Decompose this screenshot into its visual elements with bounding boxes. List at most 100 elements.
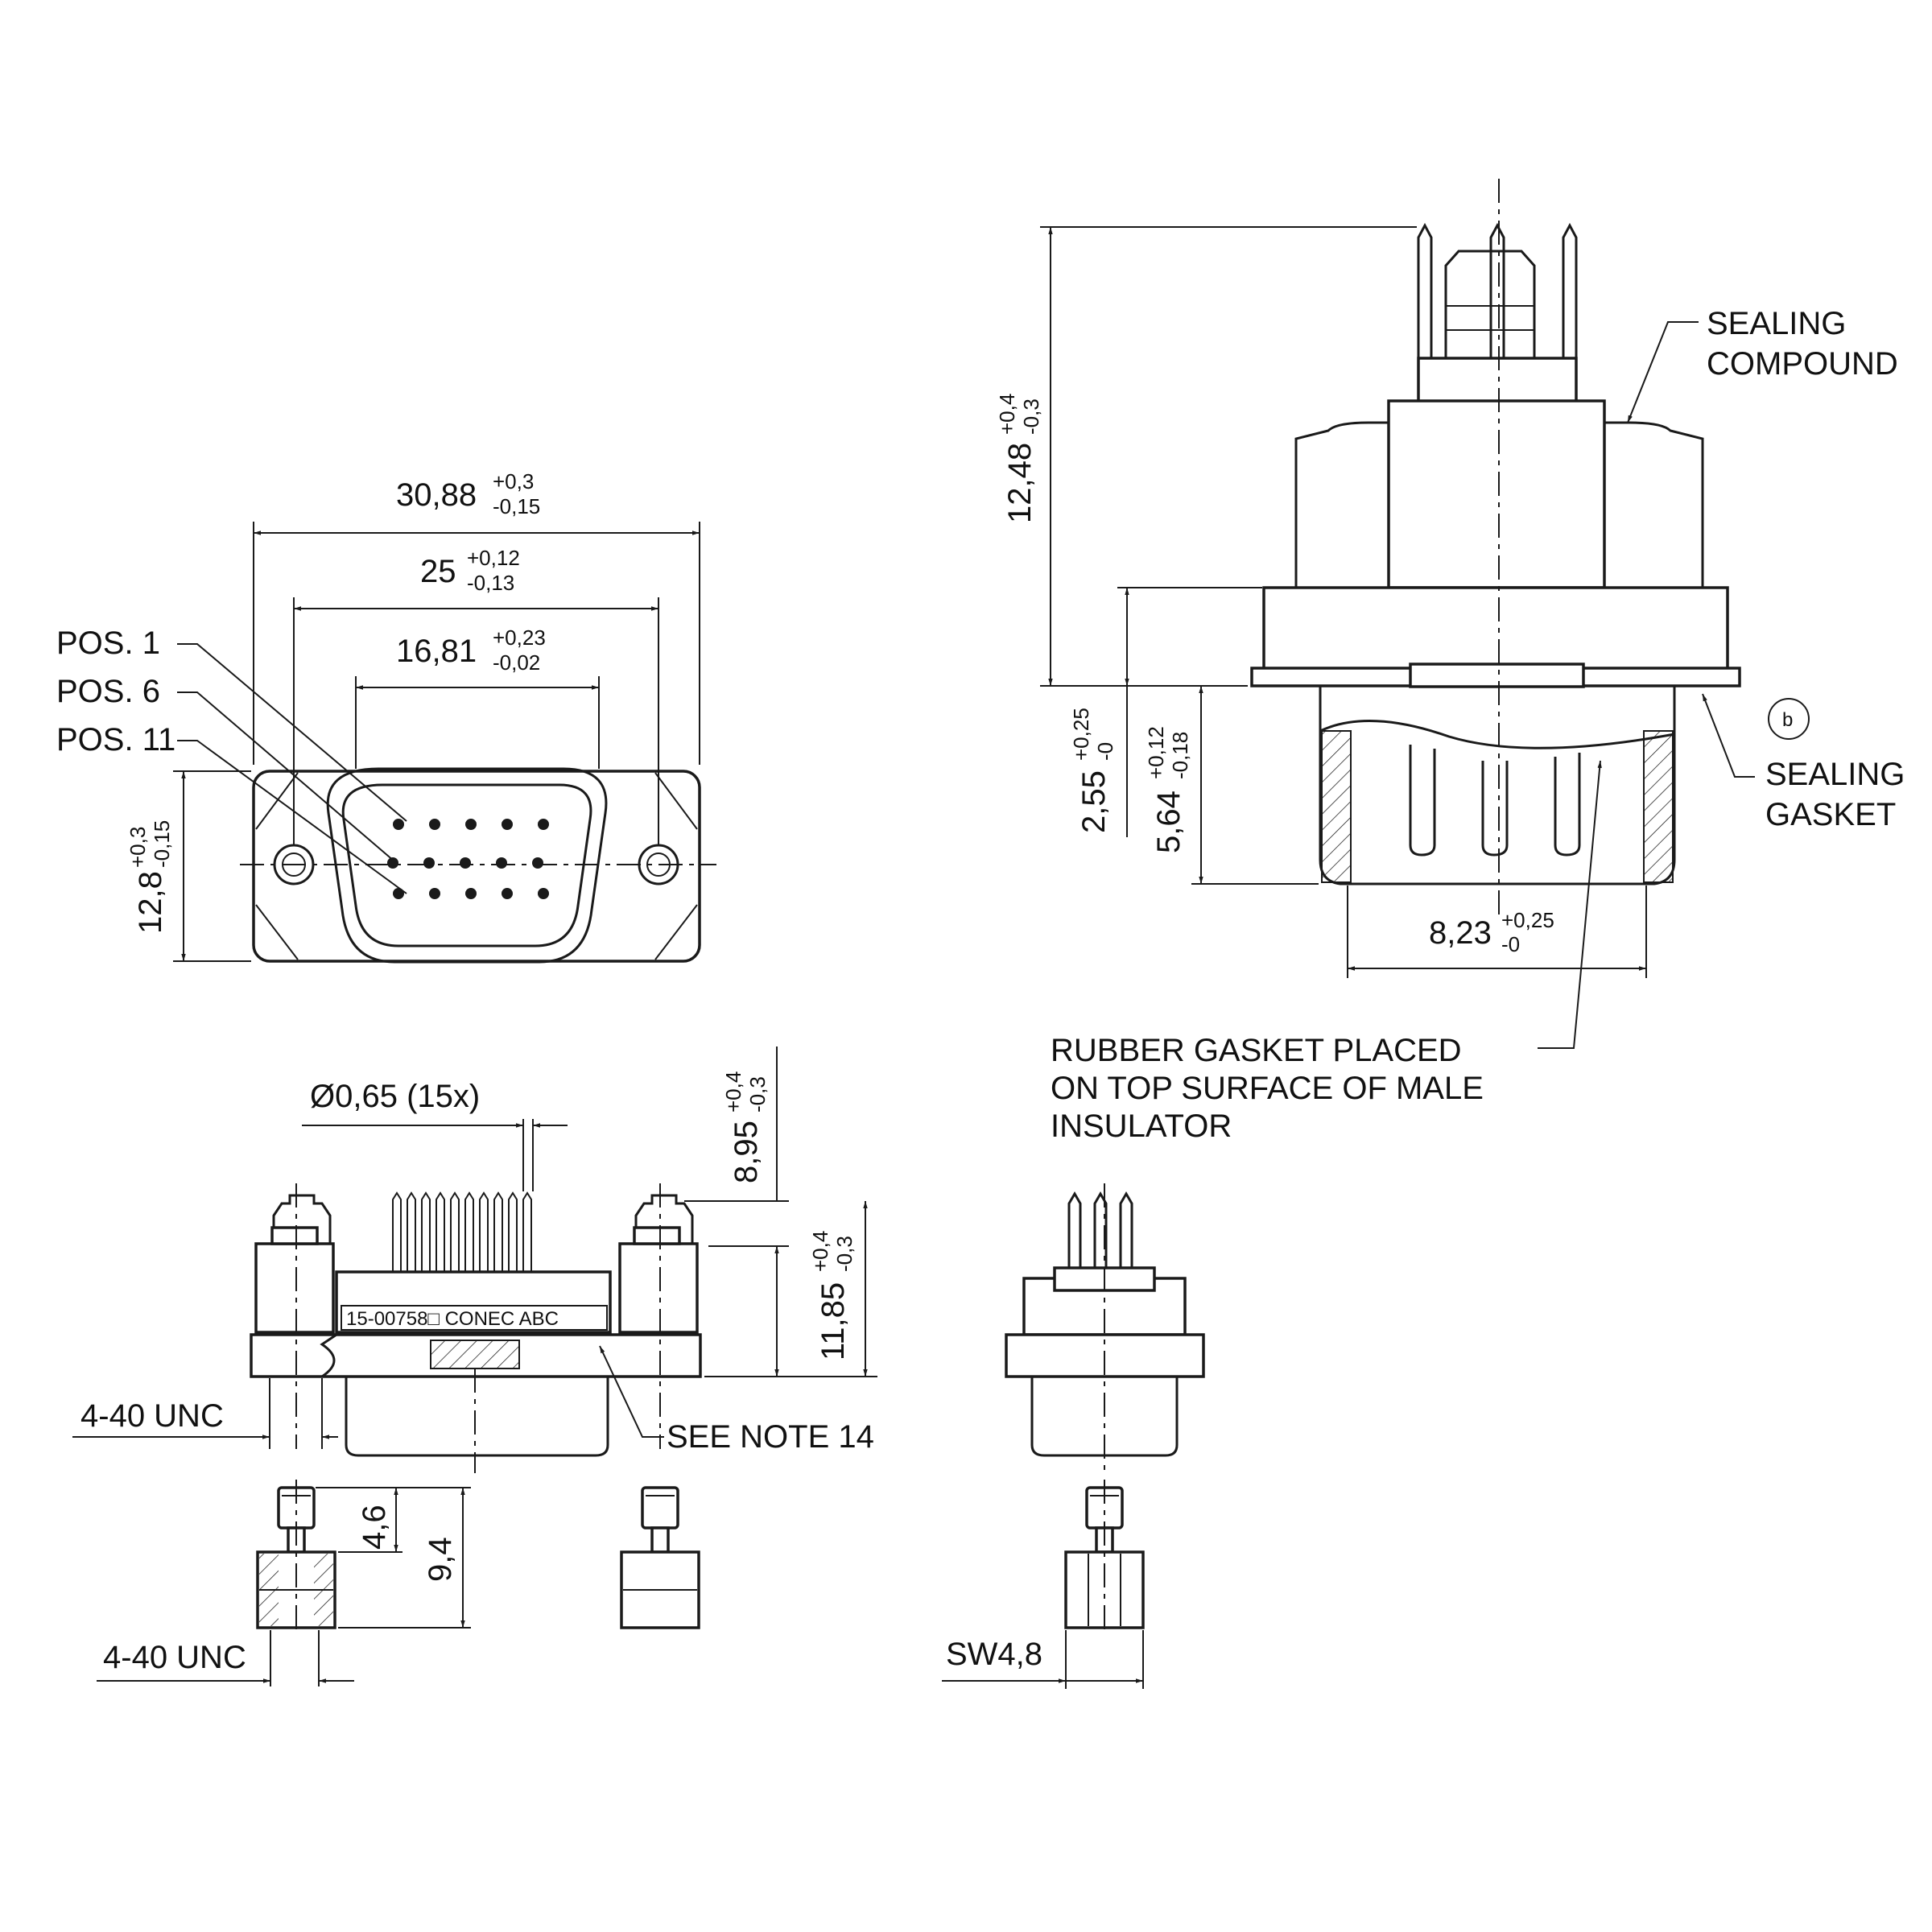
rubber-gasket-note-3: INSULATOR — [1051, 1108, 1232, 1144]
svg-text:+0,12: +0,12 — [467, 546, 520, 570]
dim-overall-height: 11,85 +0,4 -0,3 — [808, 1231, 857, 1360]
svg-text:2,55: 2,55 — [1076, 770, 1112, 833]
svg-text:-0,18: -0,18 — [1168, 732, 1192, 779]
pos-11-label: POS. 11 — [56, 722, 175, 758]
contact-pin — [465, 819, 477, 830]
svg-text:+0,4: +0,4 — [721, 1071, 745, 1113]
side-pin — [450, 1191, 460, 1272]
top-pins — [1417, 222, 1578, 378]
contact-pins — [387, 819, 549, 899]
svg-text:+0,4: +0,4 — [995, 394, 1019, 435]
contact-pin — [429, 819, 440, 830]
standoff-end — [1064, 1480, 1145, 1634]
see-note-label: SEE NOTE 14 — [667, 1419, 874, 1455]
svg-text:11,85: 11,85 — [815, 1282, 851, 1360]
svg-text:-0,3: -0,3 — [832, 1236, 857, 1272]
dim-shell-width: 16,81 +0,23 -0,02 — [396, 625, 546, 675]
sealing-gasket-label-2: GASKET — [1765, 797, 1896, 832]
svg-text:-0,13: -0,13 — [467, 571, 514, 595]
standoff-left — [256, 1480, 336, 1634]
svg-text:-0,3: -0,3 — [1019, 398, 1043, 435]
marking-text: 15-00758□ CONEC ABC — [346, 1308, 559, 1330]
dim-mounting-holes: 25 +0,12 -0,13 — [420, 546, 520, 595]
svg-text:-0: -0 — [1501, 932, 1520, 956]
svg-text:+0,3: +0,3 — [126, 827, 150, 868]
marking-plate — [341, 1305, 608, 1331]
dim-front-height: 12,8 +0,3 -0,15 — [126, 820, 174, 934]
front-view: POS. 1 POS. 6 POS. 11 30,88 +0,3 -0,15 2… — [56, 469, 716, 964]
contact-pin — [532, 857, 543, 869]
svg-text:-0: -0 — [1093, 742, 1117, 761]
rubber-gasket-note-1: RUBBER GASKET PLACED — [1051, 1033, 1462, 1068]
svg-text:+0,25: +0,25 — [1069, 708, 1093, 761]
dim-shell-height: 5,64 +0,12 -0,18 — [1144, 726, 1192, 853]
side-pin — [479, 1191, 489, 1272]
sealing-compound-label-2: COMPOUND — [1707, 346, 1898, 382]
insulator-top — [1387, 399, 1606, 589]
contact-pin — [502, 819, 513, 830]
side-pin — [493, 1191, 503, 1272]
section-view: 12,48 +0,4 -0,3 2,55 +0,25 -0 5,64 +0,12… — [995, 179, 1905, 1144]
left-post — [254, 1194, 335, 1334]
pos-6-label: POS. 6 — [56, 674, 160, 709]
side-view: 15-00758□ CONEC ABC Ø0,65 (15x) 8,95 +0,… — [72, 1046, 877, 1473]
contact-pin — [393, 819, 404, 830]
svg-text:8,95: 8,95 — [729, 1121, 764, 1183]
svg-text:25: 25 — [420, 554, 456, 589]
dim-pin-diameter: Ø0,65 (15x) — [310, 1079, 480, 1114]
contact-pin — [460, 857, 471, 869]
d-shell-inner — [341, 783, 592, 947]
end-view — [1005, 1183, 1205, 1473]
dim-shell-width-section: 8,23 +0,25 -0 — [1429, 908, 1554, 956]
svg-text:-0,15: -0,15 — [150, 820, 174, 868]
side-shell — [345, 1377, 609, 1457]
svg-text:12,8: 12,8 — [133, 871, 168, 934]
svg-text:+0,23: +0,23 — [493, 625, 546, 650]
side-pin — [522, 1191, 532, 1272]
svg-text:-0,15: -0,15 — [493, 494, 540, 518]
side-pins — [392, 1191, 532, 1272]
svg-text:30,88: 30,88 — [396, 477, 477, 513]
standoff-middle — [620, 1486, 700, 1629]
side-pin — [407, 1191, 416, 1272]
contact-pin — [538, 888, 549, 899]
dim-stud-length: 4,6 — [357, 1505, 392, 1550]
side-pin — [508, 1191, 518, 1272]
svg-text:+0,12: +0,12 — [1144, 726, 1168, 779]
side-pin — [464, 1191, 474, 1272]
svg-text:5,64: 5,64 — [1151, 791, 1187, 853]
contact-pin — [538, 819, 549, 830]
svg-text:+0,4: +0,4 — [808, 1231, 832, 1272]
contact-pin — [502, 888, 513, 899]
svg-text:9,4: 9,4 — [423, 1537, 458, 1582]
contact-pin — [423, 857, 435, 869]
svg-text:+0,3: +0,3 — [493, 469, 534, 493]
dim-pin-length: 8,95 +0,4 -0,3 — [721, 1071, 770, 1183]
contact-pin — [465, 888, 477, 899]
right-post — [618, 1194, 699, 1334]
sealing-gasket-label: SEALING — [1765, 757, 1905, 792]
pos-1-label: POS. 1 — [56, 625, 160, 661]
rubber-gasket-note-2: ON TOP SURFACE OF MALE — [1051, 1071, 1484, 1106]
svg-text:12,48: 12,48 — [1002, 443, 1038, 523]
d-shell-outer — [326, 767, 608, 964]
svg-text:8,23: 8,23 — [1429, 915, 1492, 951]
dim-flange-thickness: 2,55 +0,25 -0 — [1069, 708, 1117, 833]
contact-pin — [387, 857, 398, 869]
sealing-compound-label: SEALING — [1707, 306, 1846, 341]
contact-pin — [496, 857, 507, 869]
dim-overall-width: 30,88 +0,3 -0,15 — [396, 469, 540, 518]
svg-text:+0,25: +0,25 — [1501, 908, 1554, 932]
thread-label-lower: 4-40 UNC — [103, 1640, 246, 1675]
dim-standoff-length: 9,4 — [423, 1537, 458, 1582]
side-pin — [436, 1191, 445, 1272]
dim-total-height: 12,48 +0,4 -0,3 — [995, 394, 1043, 523]
svg-text:b: b — [1782, 709, 1793, 731]
svg-text:4,6: 4,6 — [357, 1505, 392, 1550]
side-pin — [392, 1191, 402, 1272]
side-pin — [421, 1191, 431, 1272]
thread-label-upper: 4-40 UNC — [80, 1398, 224, 1434]
svg-text:-0,3: -0,3 — [745, 1076, 770, 1113]
contact-pin — [429, 888, 440, 899]
